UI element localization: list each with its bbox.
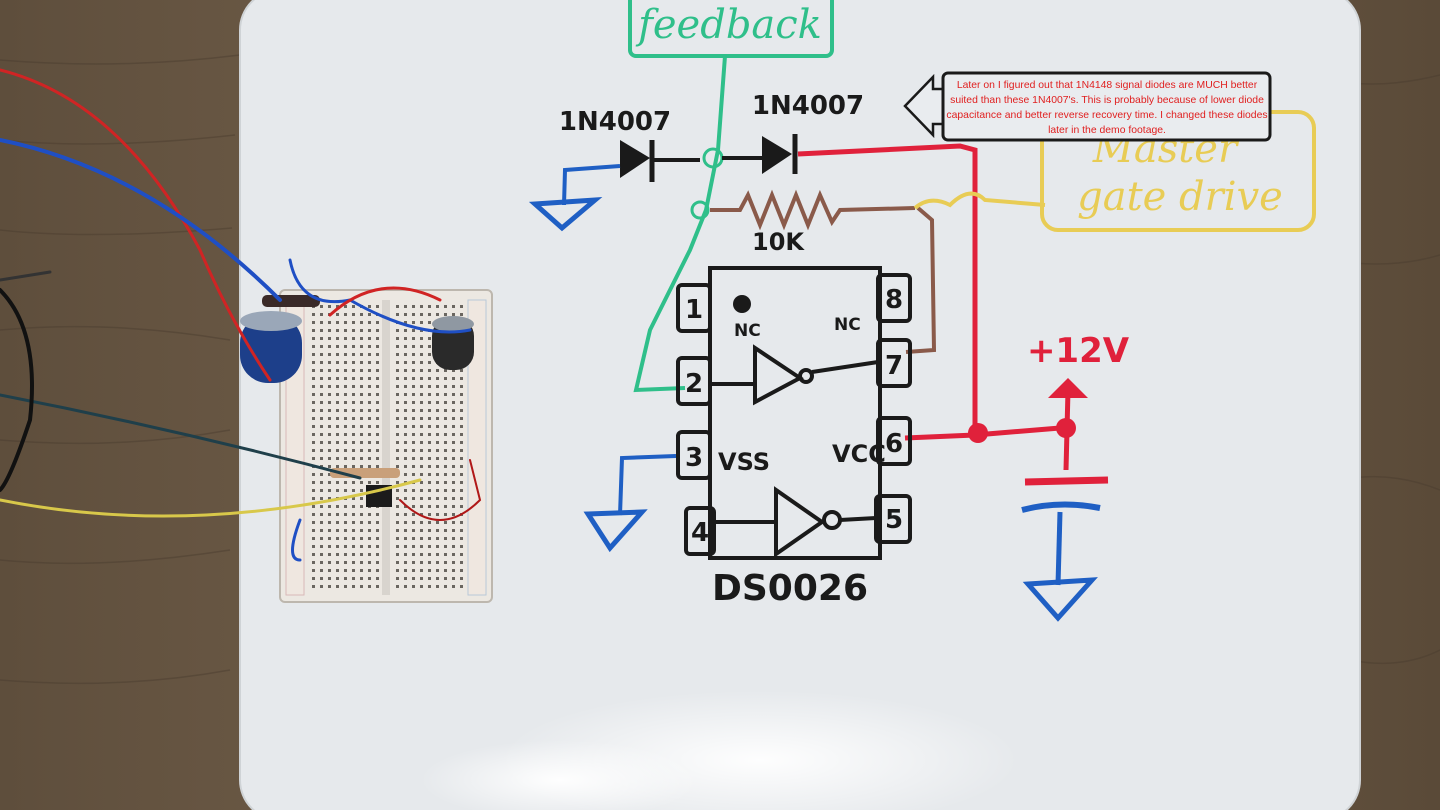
pin-label-6: 6 xyxy=(885,429,903,459)
annotation-text: Later on I figured out that 1N4148 signa… xyxy=(946,80,1268,136)
pin-label-8: 8 xyxy=(885,285,903,315)
diode-left xyxy=(562,140,700,206)
supply-wire xyxy=(797,143,1061,438)
annotation-callout xyxy=(903,71,1272,142)
resistor-label: 10K xyxy=(752,228,805,256)
cables xyxy=(0,68,482,562)
vcc-label: VCC xyxy=(832,440,886,468)
callout-box xyxy=(941,71,1272,142)
ground-symbol xyxy=(528,197,603,232)
pin-label-7: 7 xyxy=(885,351,903,381)
pin-label-2: 2 xyxy=(685,369,703,399)
ic-pin1-dot xyxy=(733,295,751,313)
callout-arrow-icon xyxy=(903,73,945,139)
whiteboard xyxy=(239,0,1361,810)
master-label-line2: gate drive xyxy=(1077,174,1283,220)
feedback-box xyxy=(628,0,834,58)
ic-name: DS0026 xyxy=(712,568,868,609)
nc-left-label: NC xyxy=(734,321,761,341)
ground-symbol xyxy=(583,509,648,553)
pin-label-5: 5 xyxy=(885,505,903,535)
pin-label-3: 3 xyxy=(685,443,703,473)
nc-right-label: NC xyxy=(834,315,861,335)
diode-left-label: 1N4007 xyxy=(559,107,671,137)
pin3-ground-wire xyxy=(618,454,677,516)
feedback-label: feedback xyxy=(635,2,822,48)
gate-drive-wire xyxy=(913,191,1046,210)
inverter-top xyxy=(710,344,879,406)
diode-right xyxy=(722,134,798,174)
capacitor-left xyxy=(240,311,302,383)
inverter-bottom xyxy=(714,486,877,558)
vss-label: VSS xyxy=(718,448,770,476)
diode-right-label: 1N4007 xyxy=(752,91,864,121)
capacitor-right xyxy=(432,316,474,370)
pin-label-1: 1 xyxy=(685,295,703,325)
pin-label-4: 4 xyxy=(691,518,709,548)
supply-symbol xyxy=(1021,378,1109,622)
pin7-wire xyxy=(905,206,937,354)
ic-body xyxy=(708,266,882,560)
supply-label: +12V xyxy=(1027,331,1130,371)
board-glare-2 xyxy=(420,740,700,810)
supply-wire-pin6 xyxy=(904,432,976,441)
supply-junction xyxy=(968,423,988,443)
junction xyxy=(690,200,710,220)
resistor-10k xyxy=(710,189,916,231)
